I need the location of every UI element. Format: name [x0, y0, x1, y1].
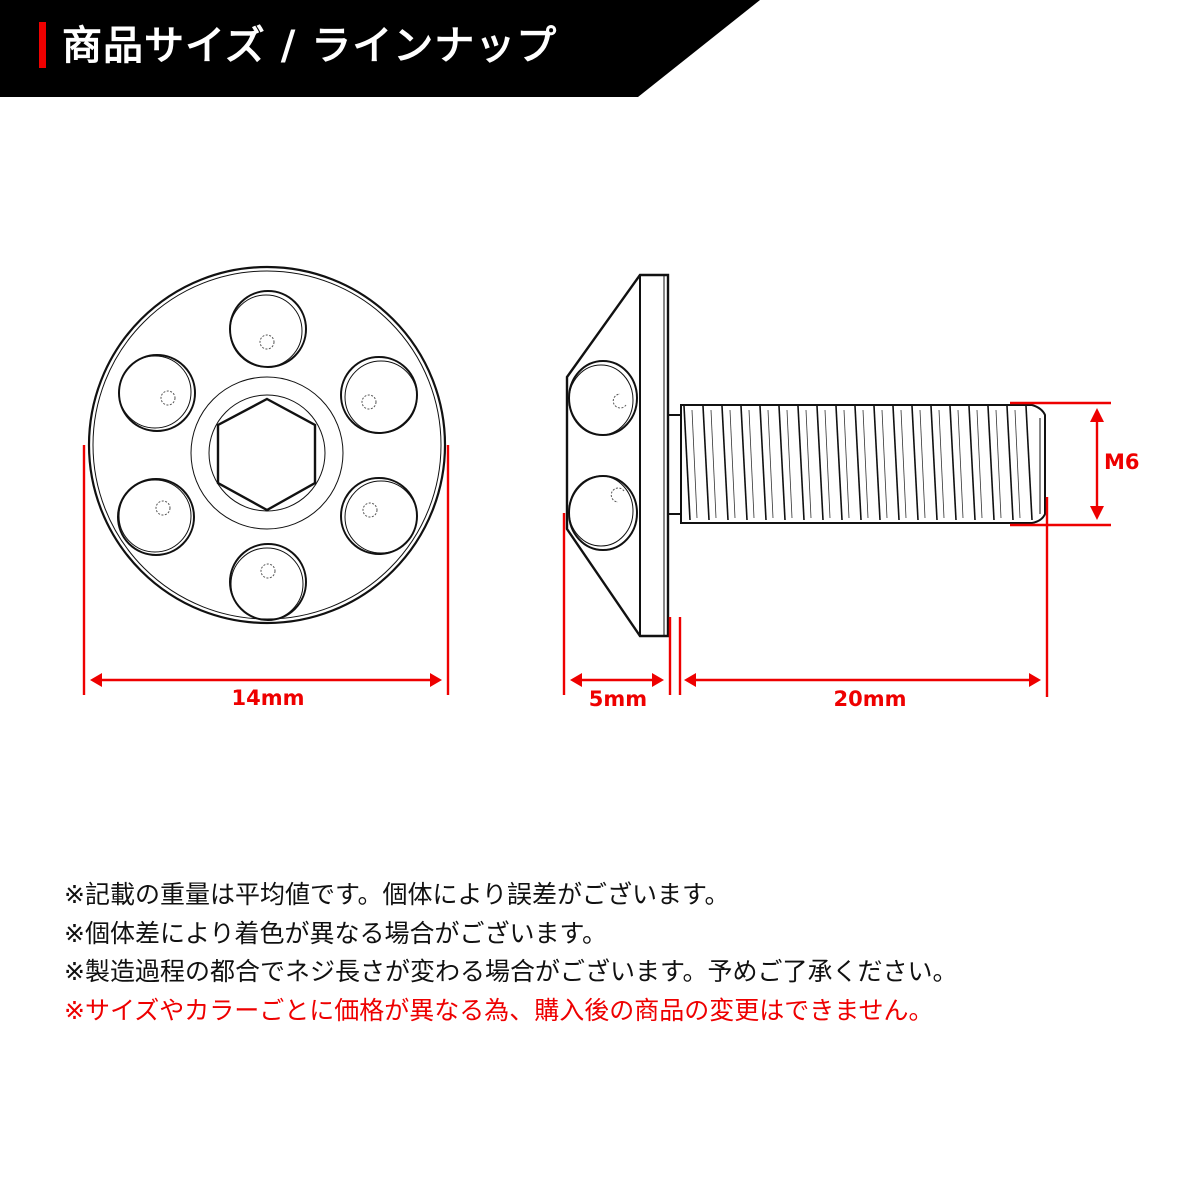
header-accent-bar: [39, 22, 46, 68]
notes-list: ※記載の重量は平均値です。個体により誤差がございます。 ※個体差により着色が異な…: [64, 876, 957, 1030]
length-dimension-label: 20mm: [833, 687, 907, 711]
dimension-lines: [82, 401, 1111, 697]
header-banner-shape: [0, 0, 760, 97]
page-title: 商品サイズ / ラインナップ: [62, 23, 558, 69]
section-header: 商品サイズ / ラインナップ: [0, 0, 1200, 97]
note-weight: ※記載の重量は平均値です。個体により誤差がございます。: [64, 880, 730, 909]
width-dimension-label: 14mm: [231, 686, 305, 710]
note-length-variance: ※製造過程の都合でネジ長さが変わる場合がございます。予めご了承ください。: [64, 957, 958, 986]
head-height-dimension-label: 5mm: [588, 687, 648, 711]
thread-size-label: M6: [1104, 450, 1140, 474]
front-view-bolt-head: [87, 265, 447, 625]
side-view-bolt: [565, 273, 1046, 638]
note-color-variance: ※個体差により着色が異なる場合がございます。: [64, 918, 607, 948]
technical-drawing: [82, 265, 1111, 697]
note-no-exchange-warning: ※サイズやカラーごとに価格が異なる為、購入後の商品の変更はできません。: [64, 995, 934, 1025]
